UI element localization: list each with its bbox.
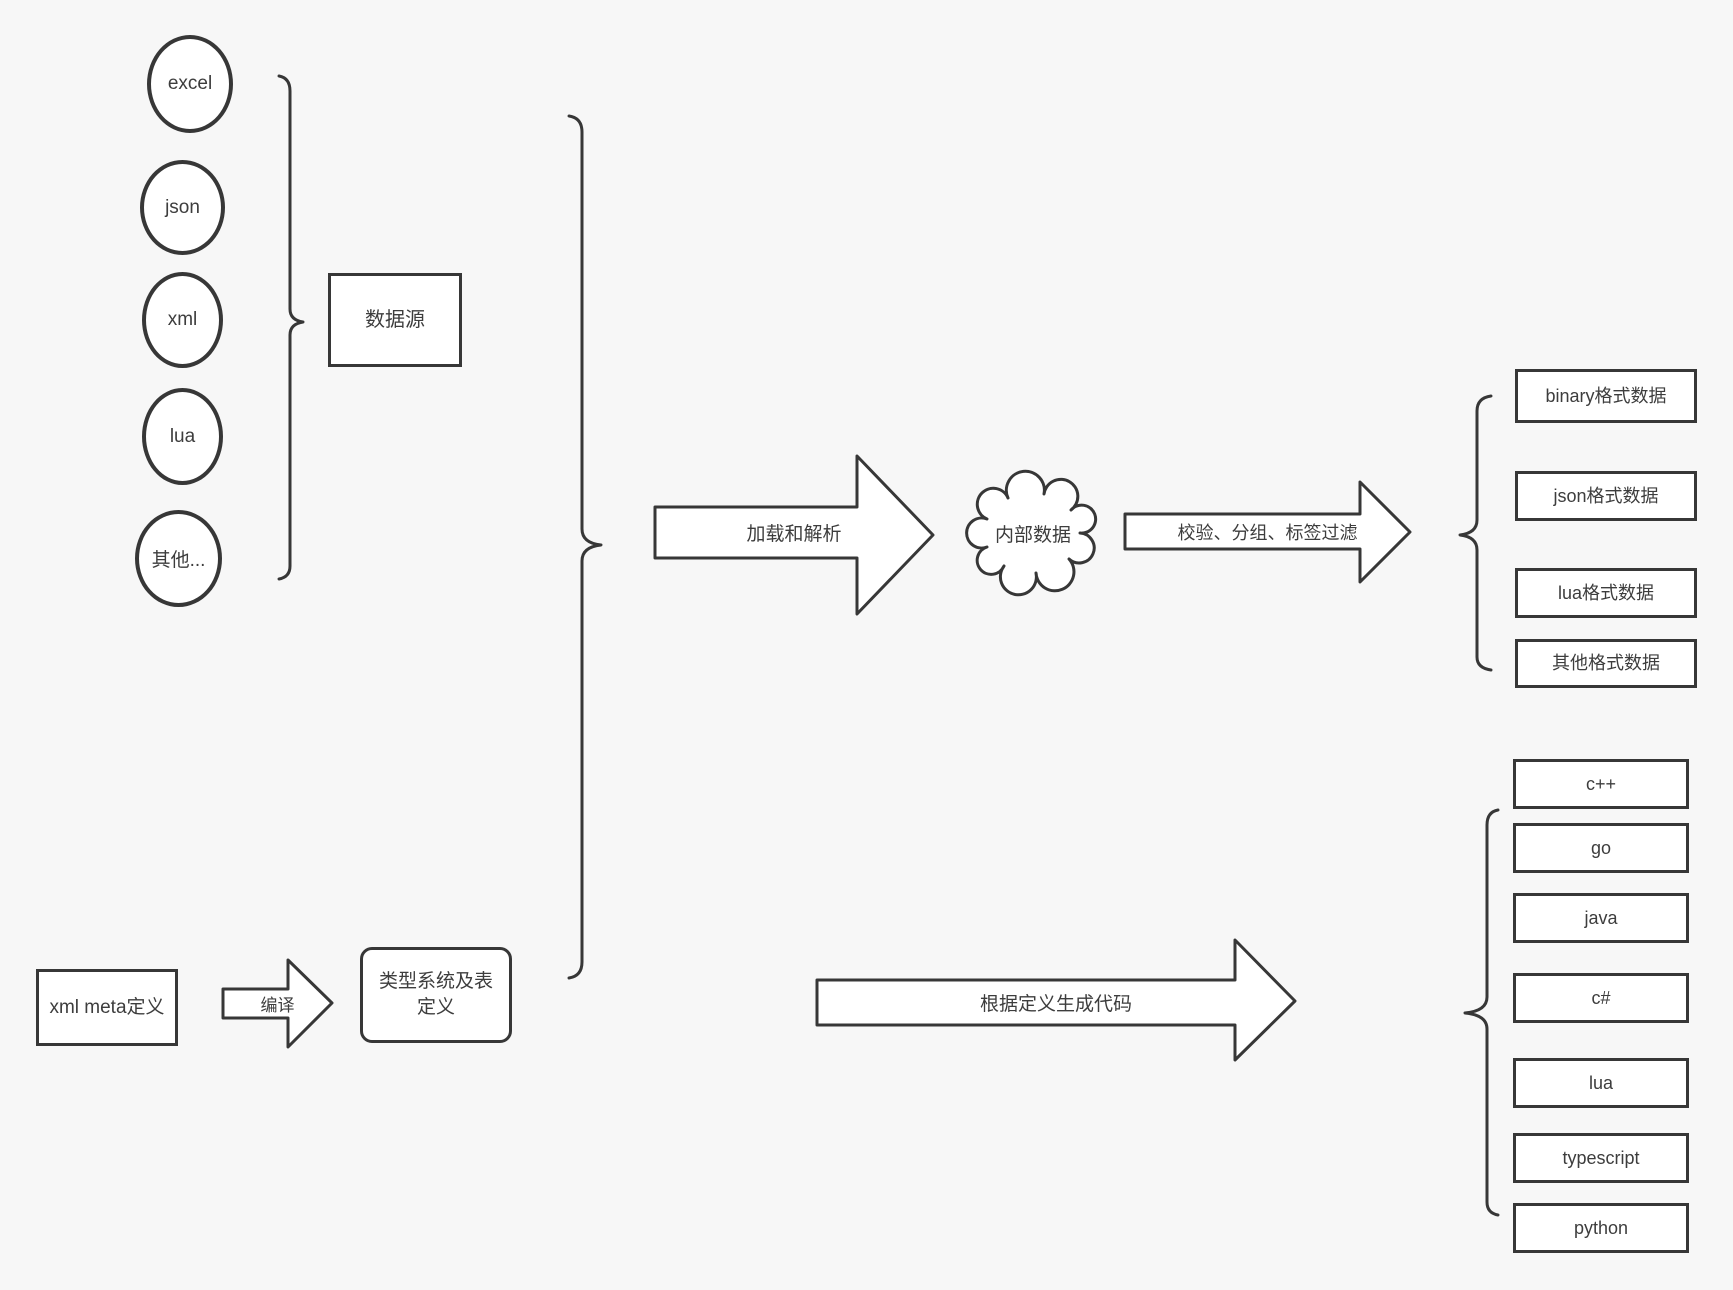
source-node-label: lua	[169, 425, 196, 447]
language-box-cpp: c++	[1513, 759, 1689, 809]
language-box-typescript: typescript	[1513, 1133, 1689, 1183]
internal-data-cloud	[965, 469, 1098, 597]
format-box-label: json格式数据	[1553, 485, 1659, 506]
source-node-label: xml	[167, 309, 198, 330]
source-node-label: excel	[167, 73, 213, 94]
language-box-lua: lua	[1513, 1058, 1689, 1108]
language-box-label: typescript	[1562, 1147, 1640, 1168]
source-node-label: 其他...	[151, 550, 206, 571]
source-node-lua: lua	[142, 388, 223, 485]
data-source-group-label: 数据源	[365, 308, 425, 331]
source-node-xml: xml	[142, 272, 223, 368]
language-box-java: java	[1513, 893, 1689, 943]
codegen-arrow	[815, 938, 1297, 1062]
formats-brace	[1458, 394, 1493, 672]
compile-arrow	[221, 958, 334, 1049]
language-box-label: python	[1573, 1217, 1629, 1238]
xml-meta-box: xml meta定义	[36, 969, 178, 1046]
language-box-label: go	[1590, 837, 1612, 858]
language-box-label: lua	[1588, 1072, 1614, 1093]
language-box-csharp: c#	[1513, 973, 1689, 1023]
source-node-label: json	[165, 196, 200, 218]
format-box-label: lua格式数据	[1557, 582, 1655, 603]
main-brace	[567, 114, 603, 980]
type-system-label: 类型系统及表定义	[378, 971, 493, 1018]
language-box-go: go	[1513, 823, 1689, 873]
language-box-label: c#	[1591, 987, 1611, 1008]
filter-arrow	[1123, 480, 1412, 584]
source-node-excel: excel	[147, 35, 233, 133]
type-system-box: 类型系统及表定义	[360, 947, 512, 1043]
language-box-label: c++	[1585, 773, 1617, 794]
format-box-label: binary格式数据	[1545, 385, 1667, 406]
format-box-label: 其他格式数据	[1552, 653, 1660, 674]
format-box-lua: lua格式数据	[1515, 568, 1697, 618]
format-box-binary: binary格式数据	[1515, 369, 1697, 423]
xml-meta-label: xml meta定义	[49, 996, 165, 1018]
format-box-other: 其他格式数据	[1515, 639, 1697, 688]
format-box-json: json格式数据	[1515, 471, 1697, 521]
language-box-label: java	[1584, 907, 1618, 928]
load-parse-arrow	[653, 454, 935, 616]
source-node-other: 其他...	[135, 510, 222, 607]
sources-brace	[277, 74, 305, 581]
language-box-python: python	[1513, 1203, 1689, 1253]
languages-brace	[1463, 808, 1500, 1217]
data-source-group-box: 数据源	[328, 273, 462, 367]
source-node-json: json	[140, 160, 225, 255]
